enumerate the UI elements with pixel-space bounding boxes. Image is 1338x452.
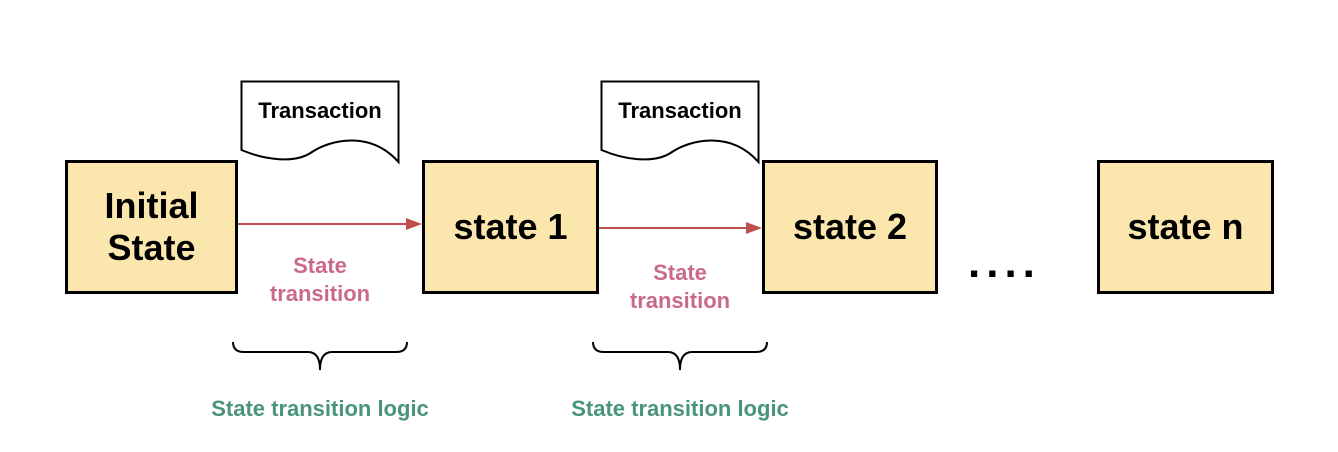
state-transition-label-1: State transition	[230, 252, 410, 308]
state-n: state n	[1097, 160, 1274, 294]
state-1-label: state 1	[453, 206, 568, 247]
document-shape-icon	[240, 80, 400, 165]
state-2: state 2	[762, 160, 938, 294]
transaction-label-1: Transaction	[258, 98, 382, 123]
transition-arrow-2	[599, 222, 762, 234]
transaction-label-2: Transaction	[618, 98, 742, 123]
state-transition-line2: transition	[629, 288, 731, 313]
state-initial-line1: Initial	[104, 185, 199, 226]
state-n-label: state n	[1127, 206, 1244, 247]
transaction-document-1: Transaction	[240, 80, 400, 166]
curly-brace-icon	[592, 341, 768, 371]
curly-brace-icon	[232, 341, 408, 371]
state-transition-line1: State	[293, 253, 347, 278]
state-transition-label-2: State transition	[590, 259, 770, 315]
state-initial: Initial State	[65, 160, 238, 294]
state-1: state 1	[422, 160, 599, 294]
transaction-document-2: Transaction	[600, 80, 760, 166]
ellipsis: ....	[968, 238, 1041, 287]
transition-arrow-1	[238, 218, 422, 230]
state-transition-logic-label-1: State transition logic	[211, 396, 429, 421]
state-transition-logic-label-2: State transition logic	[571, 396, 789, 421]
document-shape-icon	[600, 80, 760, 165]
state-2-label: state 2	[792, 206, 908, 247]
state-initial-line2: State	[107, 227, 196, 268]
state-transition-line2: transition	[269, 281, 371, 306]
state-transition-line1: State	[653, 260, 707, 285]
